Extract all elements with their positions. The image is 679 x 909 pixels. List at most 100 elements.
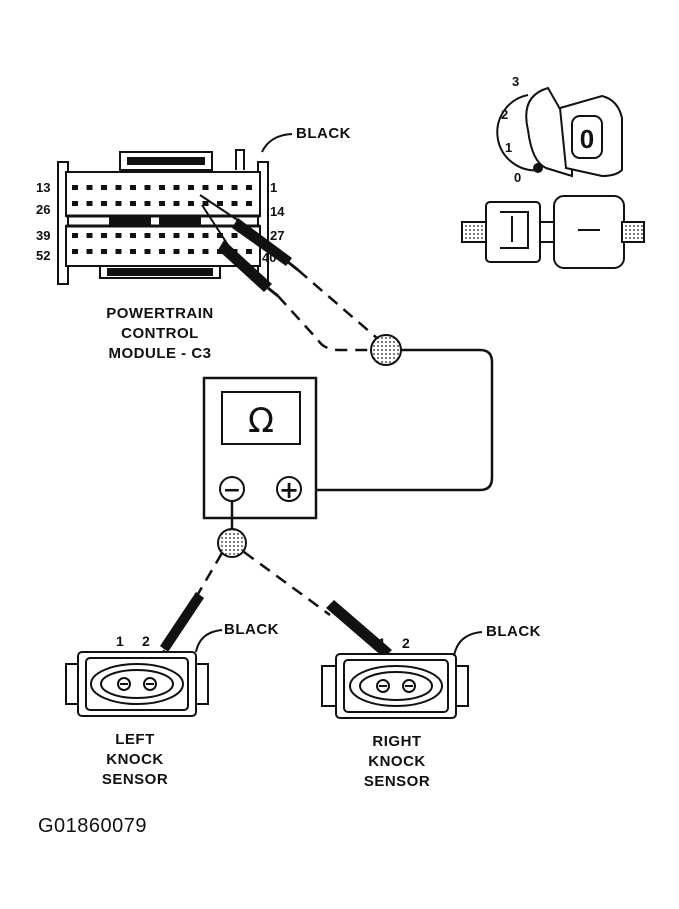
pcm-pin-cavity bbox=[144, 201, 151, 206]
figure-id: G01860079 bbox=[38, 815, 148, 837]
pcm-pin-cavity bbox=[231, 185, 238, 190]
pcm-lead-2 bbox=[277, 295, 378, 352]
pcm-pin-cavity bbox=[188, 233, 194, 238]
pcm-probe-2 bbox=[201, 204, 279, 298]
pcm-pin-label-52: 52 bbox=[36, 248, 50, 263]
pcm-pin-cavity bbox=[246, 201, 252, 206]
pcm-title: POWERTRAIN CONTROL MODULE - C3 bbox=[90, 304, 230, 364]
positive-terminal bbox=[276, 476, 302, 502]
pcm-pin-cavity bbox=[217, 185, 223, 190]
pcm-pin-cavity bbox=[130, 201, 136, 206]
pcm-pin-label-26: 26 bbox=[36, 202, 50, 217]
pcm-title-line-1: POWERTRAIN bbox=[106, 305, 214, 322]
right-sensor-title-line-1: RIGHT bbox=[372, 733, 422, 750]
pcm-pin-cavity bbox=[72, 233, 78, 238]
pcm-pin-cavity bbox=[72, 249, 78, 254]
pcm-pin-cavity bbox=[115, 201, 122, 206]
pcm-pin-label-39: 39 bbox=[36, 228, 50, 243]
right-sensor-pin-1: 1 bbox=[378, 635, 386, 651]
pcm-pin-cavity bbox=[188, 201, 194, 206]
pcm-pin-label-27: 27 bbox=[270, 228, 284, 243]
pcm-pin-cavity bbox=[159, 185, 165, 190]
pcm-pin-label-1: 1 bbox=[270, 180, 277, 195]
right-sensor-title-line-2: KNOCK bbox=[368, 753, 426, 770]
pcm-pin-grid bbox=[72, 185, 252, 254]
pcm-pin-cavity bbox=[246, 185, 252, 190]
pcm-connector-color-label: BLACK bbox=[296, 125, 351, 142]
pcm-pin-cavity bbox=[86, 185, 93, 190]
pcm-pin-cavity bbox=[173, 201, 180, 206]
left-connector-leader bbox=[195, 629, 223, 653]
pcm-pin-cavity bbox=[159, 249, 165, 254]
negative-symbol: − bbox=[223, 478, 241, 503]
pcm-pin-cavity bbox=[173, 249, 180, 254]
right-sensor-title-line-3: SENSOR bbox=[363, 773, 431, 790]
pcm-pin-cavity bbox=[188, 185, 194, 190]
pcm-color-leader bbox=[261, 133, 293, 153]
pcm-pin-cavity bbox=[144, 185, 151, 190]
pcm-pin-label-14: 14 bbox=[270, 204, 285, 219]
pcm-connector bbox=[57, 149, 269, 285]
pcm-pin-cavity bbox=[231, 233, 238, 238]
left-sensor-pin-1: 1 bbox=[116, 633, 124, 649]
pcm-pin-cavity bbox=[72, 201, 78, 206]
pcm-pin-cavity bbox=[217, 233, 223, 238]
pcm-pin-cavity bbox=[144, 249, 151, 254]
left-sensor-title-line-3: SENSOR bbox=[101, 771, 169, 788]
pcm-pin-cavity bbox=[101, 233, 107, 238]
pcm-pin-cavity bbox=[202, 201, 209, 206]
pcm-probe-1 bbox=[199, 194, 299, 272]
left-sensor-lead bbox=[196, 552, 224, 595]
right-sensor-pin-2: 2 bbox=[402, 635, 410, 651]
pcm-pin-cavity bbox=[159, 233, 165, 238]
pcm-pin-cavity bbox=[86, 201, 93, 206]
pcm-pin-cavity bbox=[72, 185, 78, 190]
left-sensor-title-line-1: LEFT bbox=[115, 731, 155, 748]
pcm-pin-cavity bbox=[173, 233, 180, 238]
left-connector-color-label: BLACK bbox=[224, 621, 279, 638]
pcm-pin-cavity bbox=[86, 249, 93, 254]
lower-junction bbox=[217, 528, 247, 558]
pcm-pin-cavity bbox=[202, 233, 209, 238]
pcm-pin-label-13: 13 bbox=[36, 180, 50, 195]
pcm-pin-label-40: 40 bbox=[262, 250, 276, 265]
left-sensor-title-line-2: KNOCK bbox=[106, 751, 164, 768]
pcm-pin-cavity bbox=[101, 249, 107, 254]
pcm-pin-cavity bbox=[130, 249, 136, 254]
pcm-pin-cavity bbox=[217, 201, 223, 206]
ignition-switch bbox=[461, 86, 645, 269]
pcm-pin-cavity bbox=[159, 201, 165, 206]
left-sensor-title: LEFT KNOCK SENSOR bbox=[80, 730, 190, 790]
pcm-pin-cavity bbox=[115, 185, 122, 190]
pcm-pin-cavity bbox=[101, 185, 107, 190]
right-knock-sensor bbox=[321, 653, 469, 719]
positive-symbol: + bbox=[279, 476, 299, 504]
pcm-pin-cavity bbox=[130, 233, 136, 238]
upper-junction bbox=[370, 334, 402, 366]
ohmmeter bbox=[202, 376, 318, 520]
ohmmeter-display bbox=[221, 391, 301, 445]
pcm-pin-cavity bbox=[173, 185, 180, 190]
pcm-pin-cavity bbox=[130, 185, 136, 190]
key-position-label: 0 bbox=[580, 124, 594, 154]
pcm-pin-cavity bbox=[231, 201, 238, 206]
pcm-pin-cavity bbox=[202, 249, 209, 254]
positive-lead bbox=[302, 348, 494, 492]
ignition-position-0: 0 bbox=[514, 170, 521, 185]
right-connector-leader bbox=[453, 631, 483, 657]
pcm-pin-cavity bbox=[202, 185, 209, 190]
ignition-position-2: 2 bbox=[501, 107, 508, 122]
pcm-pin-cavity bbox=[115, 249, 122, 254]
pcm-pin-cavity bbox=[101, 201, 107, 206]
ignition-position-3: 3 bbox=[512, 74, 519, 89]
pcm-pin-cavity bbox=[86, 233, 93, 238]
pcm-pin-cavity bbox=[188, 249, 194, 254]
left-sensor-pin-2: 2 bbox=[142, 633, 150, 649]
ohm-symbol: Ω bbox=[248, 401, 274, 441]
pcm-title-line-3: MODULE - C3 bbox=[108, 345, 212, 362]
pcm-pin-cavity bbox=[144, 233, 151, 238]
pcm-pin-cavity bbox=[246, 249, 252, 254]
pcm-title-line-2: CONTROL bbox=[121, 325, 199, 342]
left-knock-sensor bbox=[65, 651, 209, 717]
